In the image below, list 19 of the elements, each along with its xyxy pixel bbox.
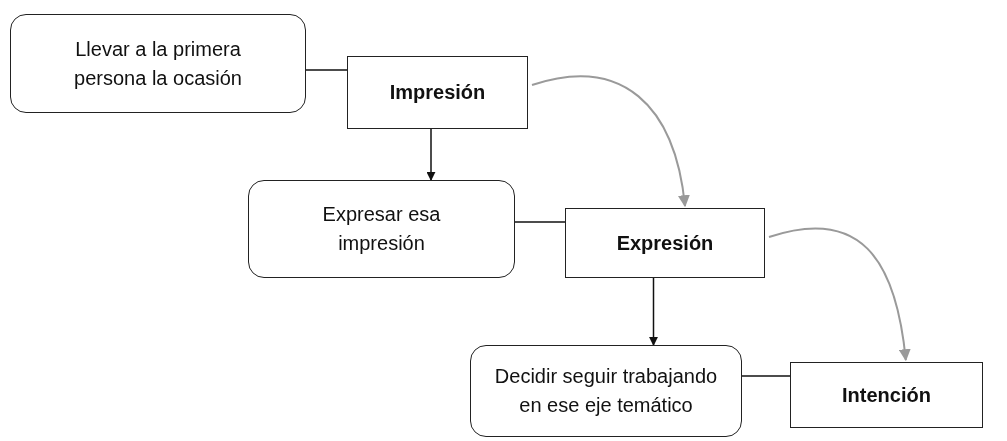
stage-box (790, 362, 983, 428)
node-text: Llevar a la primera persona la ocasión (73, 36, 243, 91)
stage-box (565, 208, 765, 278)
rounded-step-box (470, 345, 742, 437)
node-text: Intención (842, 382, 931, 408)
node-text: Decidir seguir trabajando en ese eje temático (493, 364, 719, 418)
node-text: Expresión (616, 230, 714, 256)
stage-box (347, 56, 528, 129)
arrow (426, 128, 436, 181)
connector-line (514, 221, 566, 223)
rounded-step-box (248, 180, 515, 278)
rounded-step-box (10, 14, 306, 113)
node-text: Impresión (389, 80, 486, 105)
arrow (649, 277, 658, 346)
node-text: Expresar esa impresión (321, 202, 442, 256)
arrow (768, 227, 911, 362)
connector-line (305, 69, 348, 71)
arrow (531, 75, 690, 208)
connector-line (741, 375, 791, 377)
